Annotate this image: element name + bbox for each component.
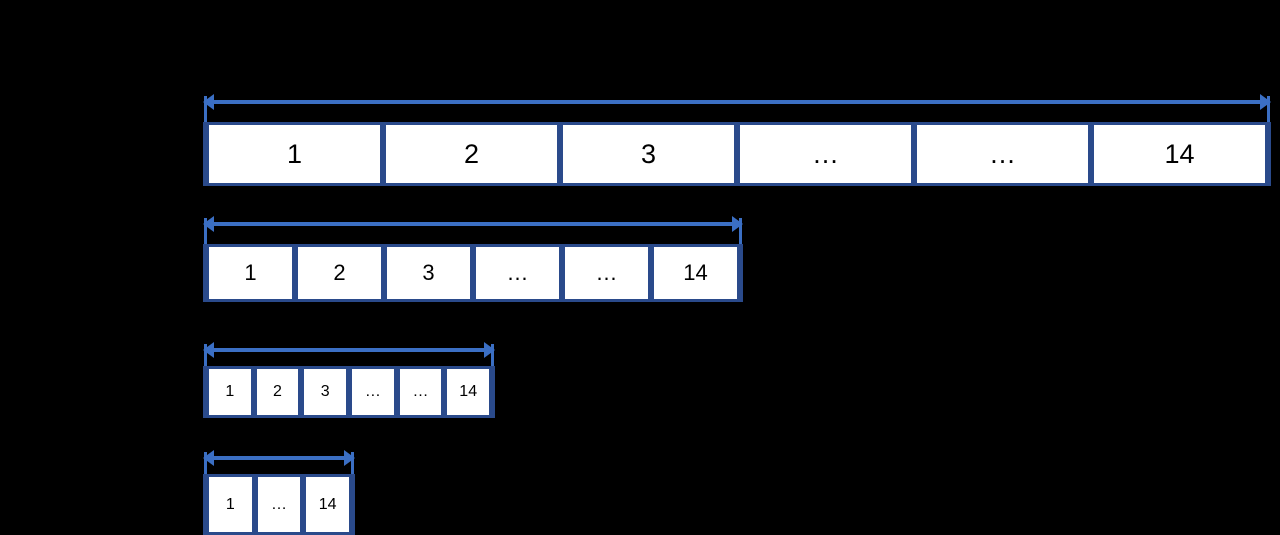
sequence-cell: 1 <box>206 477 255 532</box>
sequence-cell: … <box>737 125 914 183</box>
sequence-cell: … <box>254 477 304 532</box>
dimension-arrow-1 <box>203 94 1271 124</box>
extension-tick-left <box>204 218 207 246</box>
extension-tick-left <box>204 344 207 368</box>
dimension-arrow-2 <box>203 216 743 246</box>
sequence-cell: 14 <box>1091 125 1268 183</box>
sequence-cell: 2 <box>253 369 302 415</box>
sequence-cell: 14 <box>651 247 740 299</box>
sequence-cell: … <box>473 247 562 299</box>
arrowhead-right-icon <box>484 342 495 358</box>
arrowhead-left-icon <box>203 94 214 110</box>
sequence-cell: … <box>562 247 651 299</box>
extension-tick-right <box>351 452 354 476</box>
sequence-cell: 1 <box>206 125 383 183</box>
sequence-cell: 3 <box>384 247 473 299</box>
sequence-strip-4: 1…14 <box>203 474 355 535</box>
dimension-line <box>209 348 489 352</box>
sequence-cell: 14 <box>444 369 493 415</box>
sequence-cell: 14 <box>303 477 353 532</box>
arrowhead-left-icon <box>203 216 214 232</box>
dimension-line <box>209 100 1265 104</box>
sequence-cell: 2 <box>383 125 560 183</box>
arrowhead-right-icon <box>1260 94 1271 110</box>
sequence-cell: 3 <box>560 125 737 183</box>
dimension-line <box>209 222 737 226</box>
arrowhead-left-icon <box>203 342 214 358</box>
sequence-cell: 1 <box>206 369 254 415</box>
dimension-arrow-3 <box>203 342 495 368</box>
arrowhead-left-icon <box>203 450 214 466</box>
sequence-cell: … <box>914 125 1091 183</box>
extension-tick-left <box>204 452 207 476</box>
extension-tick-right <box>739 218 742 246</box>
extension-tick-left <box>204 96 207 124</box>
extension-tick-right <box>1267 96 1270 124</box>
arrowhead-right-icon <box>732 216 743 232</box>
extension-tick-right <box>491 344 494 368</box>
sequence-cell: 2 <box>295 247 384 299</box>
dimension-line <box>209 456 349 460</box>
sequence-cell: 3 <box>301 369 350 415</box>
sequence-cell: 1 <box>206 247 295 299</box>
sequence-cell: … <box>349 369 397 415</box>
sequence-cell: … <box>396 369 445 415</box>
arrowhead-right-icon <box>344 450 355 466</box>
dimension-arrow-4 <box>203 450 355 476</box>
